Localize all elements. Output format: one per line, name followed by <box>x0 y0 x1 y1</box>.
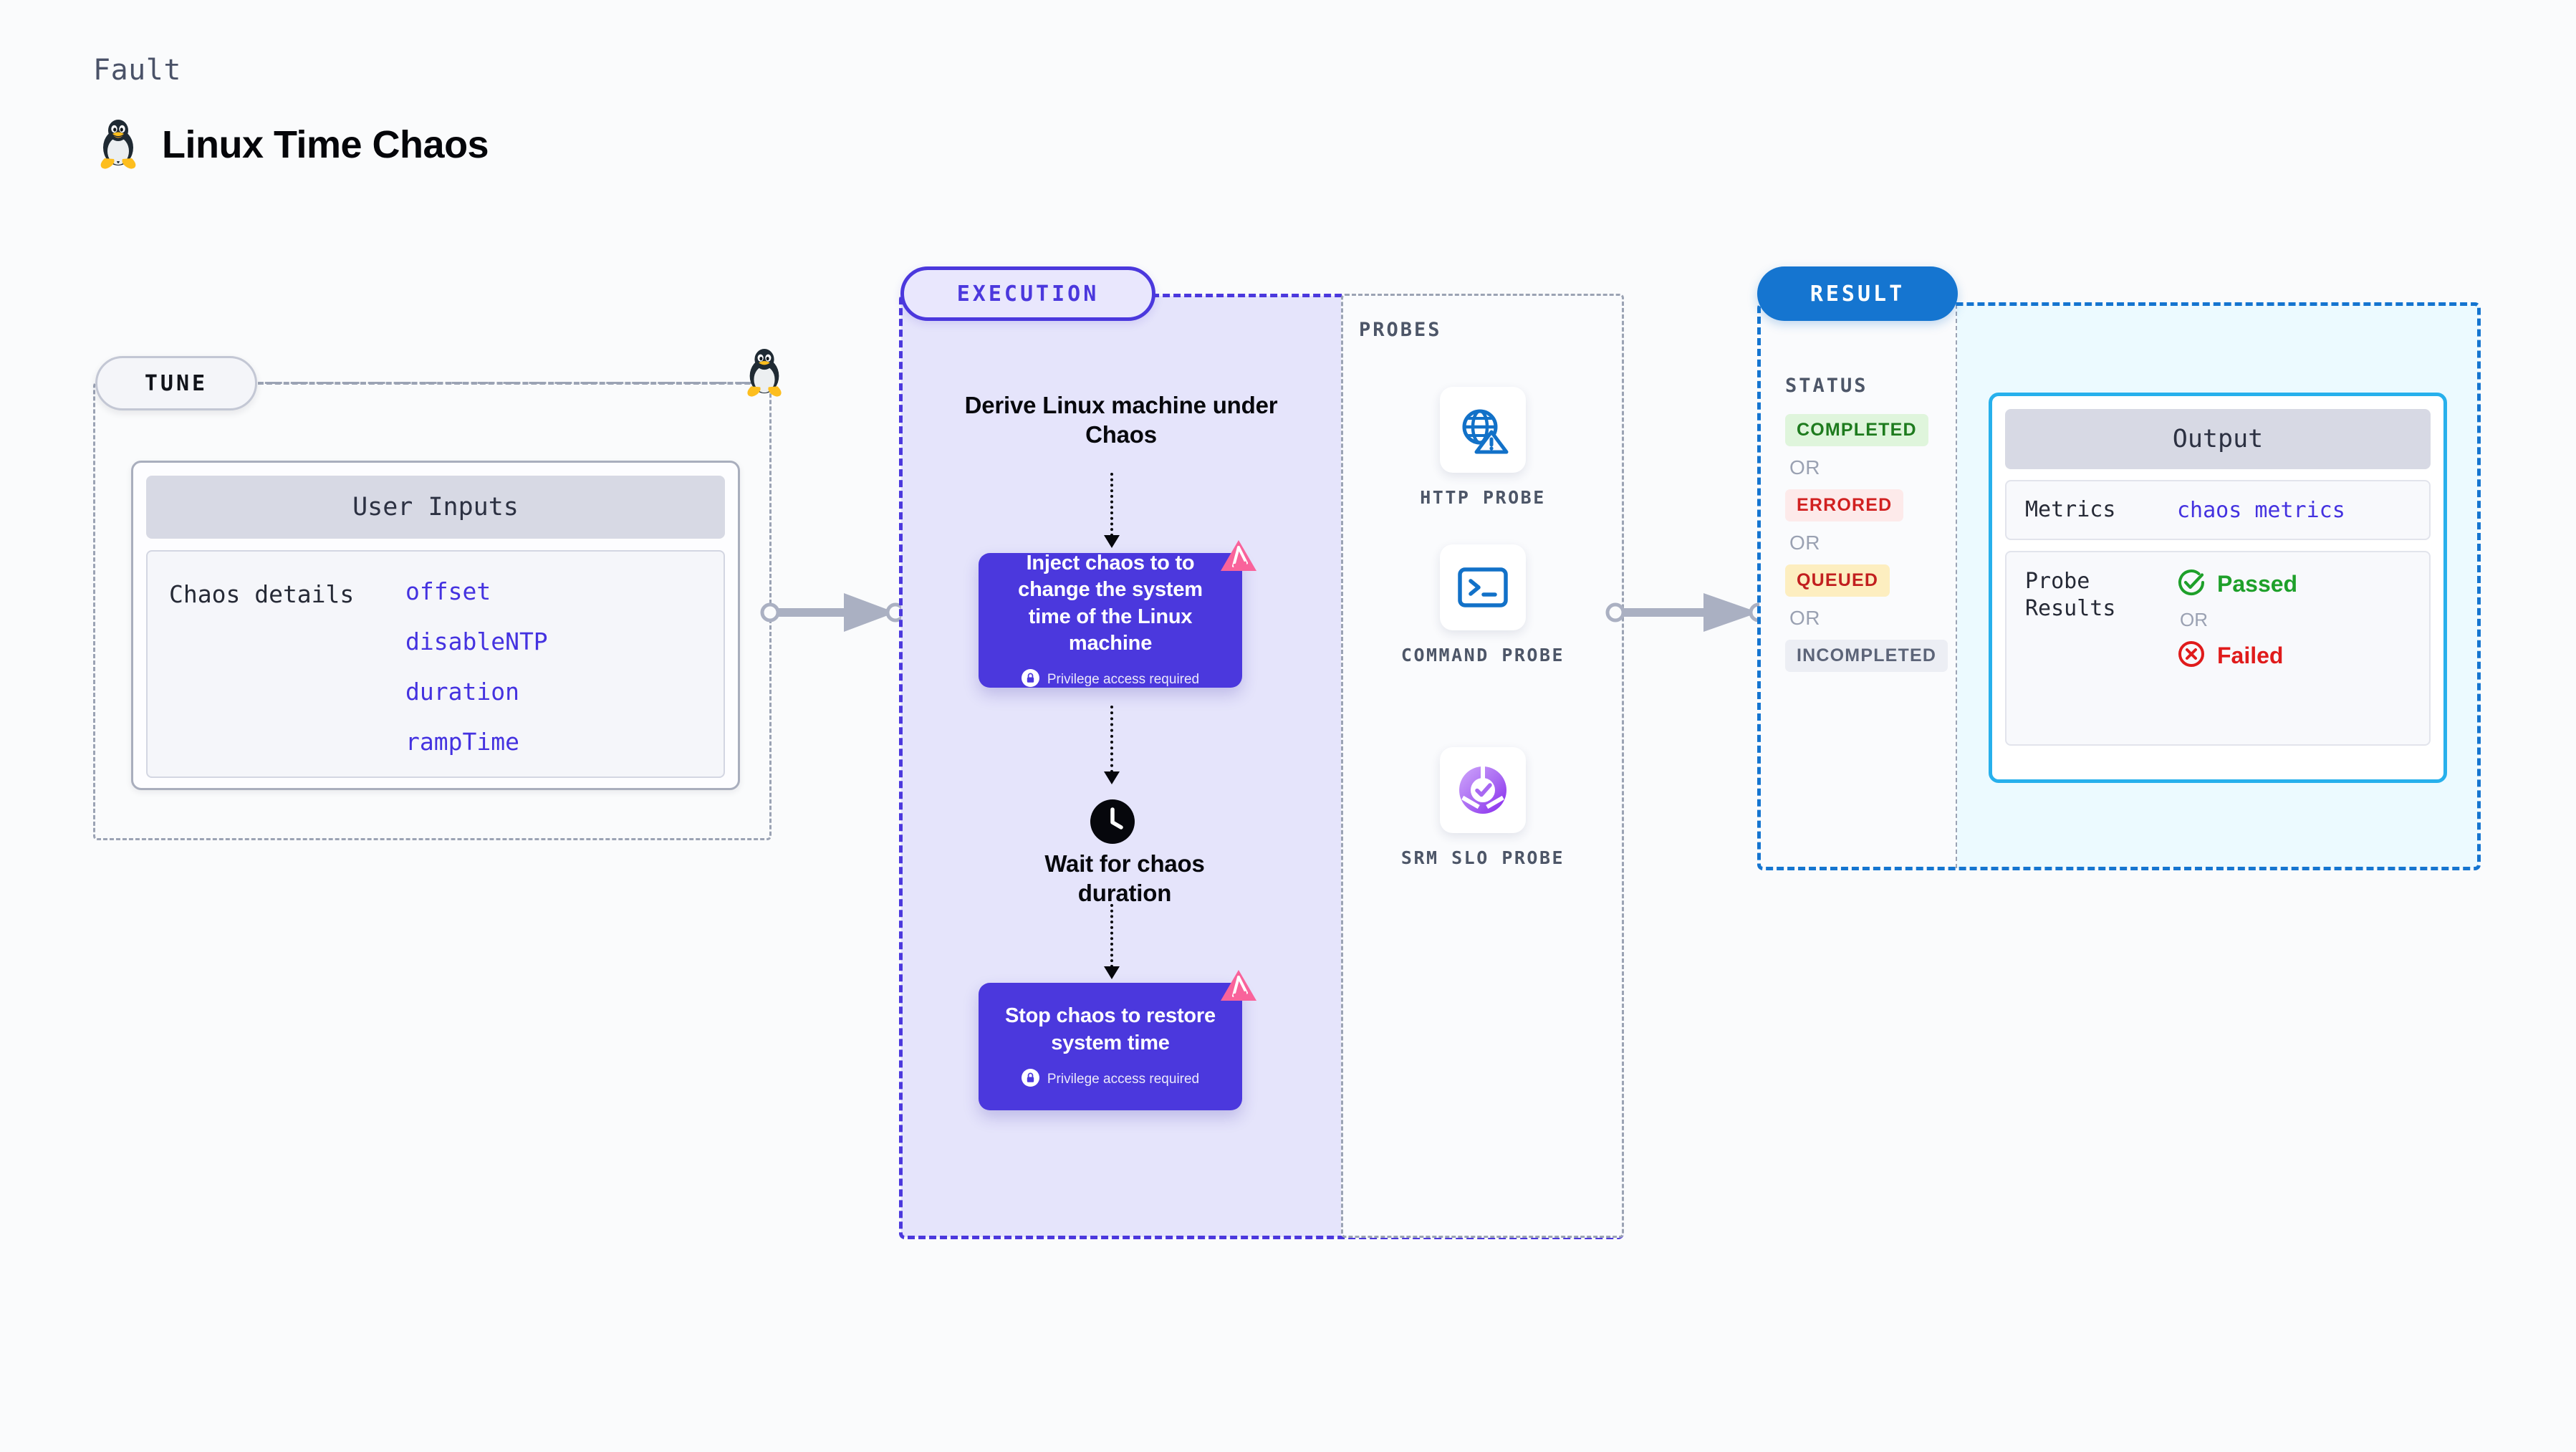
status-or-1: OR <box>1789 456 1820 479</box>
globe-warning-icon <box>1440 387 1526 473</box>
chaos-node-stop-label: Stop chaos to restore system time <box>1005 1004 1216 1054</box>
lock-icon <box>1021 1068 1039 1090</box>
status-or-2: OR <box>1789 532 1820 554</box>
user-inputs-card: User Inputs Chaos details offset disable… <box>131 461 740 790</box>
probe-caption-http: HTTP PROBE <box>1420 487 1546 508</box>
chaos-param-offset[interactable]: offset <box>405 577 491 605</box>
tune-penguin-connector <box>258 382 776 385</box>
x-circle-icon <box>2177 640 2206 672</box>
privilege-note-row: Privilege access required <box>1021 668 1200 691</box>
step-derive-label: Derive Linux machine under Chaos <box>964 392 1278 448</box>
connector-execution-to-result <box>1605 593 1769 632</box>
check-circle-icon <box>2177 568 2206 600</box>
output-metrics-row: Metrics chaos metrics <box>2005 480 2431 540</box>
status-label: STATUS <box>1785 375 1868 397</box>
probe-result-failed: Failed <box>2177 640 2297 672</box>
arrow-wait-to-stop <box>1104 904 1120 979</box>
chaos-details-box: Chaos details offset disableNTP duration… <box>146 550 725 778</box>
chaos-node-inject-label: Inject chaos to to change the system tim… <box>1018 552 1203 655</box>
linux-penguin-icon <box>741 347 787 403</box>
chaos-param-duration[interactable]: duration <box>405 678 519 706</box>
probe-item-command[interactable]: COMMAND PROBE <box>1397 544 1569 668</box>
chaos-node-inject[interactable]: Inject chaos to to change the system tim… <box>979 540 1256 691</box>
step-wait-label: Wait for chaos duration <box>1044 850 1205 907</box>
status-badge-stack: COMPLETED OR ERRORED OR QUEUED OR INCOMP… <box>1785 414 1948 672</box>
chaos-param-ramptime[interactable]: rampTime <box>405 728 519 756</box>
status-badge-incompleted: INCOMPLETED <box>1785 640 1948 672</box>
chaos-param-disablentp[interactable]: disableNTP <box>405 628 548 655</box>
probe-caption-command: COMMAND PROBE <box>1400 645 1565 665</box>
chaos-node-stop[interactable]: Stop chaos to restore system time Privil… <box>979 970 1256 1110</box>
probe-item-http[interactable]: HTTP PROBE <box>1397 387 1569 510</box>
connector-tune-to-execution <box>760 593 905 632</box>
output-header: Output <box>2005 409 2431 469</box>
result-pill-label: RESULT <box>1757 266 1958 321</box>
clock-icon <box>1090 799 1135 847</box>
result-panel <box>1757 302 2481 870</box>
fault-title-row: Linux Time Chaos <box>95 118 489 171</box>
lock-icon <box>1021 668 1039 691</box>
page-title: Linux Time Chaos <box>162 123 489 166</box>
tune-pill-label: TUNE <box>95 356 257 410</box>
fault-kicker: Fault <box>93 54 181 87</box>
linux-penguin-icon <box>95 118 142 171</box>
chaos-details-label: Chaos details <box>169 580 355 608</box>
privilege-note-row: Privilege access required <box>1021 1068 1200 1090</box>
probe-result-passed: Passed <box>2177 568 2297 600</box>
probe-result-failed-label: Failed <box>2217 643 2284 668</box>
probe-results-label: Probe Results <box>2025 569 2116 622</box>
privilege-note-text: Privilege access required <box>1047 1071 1200 1087</box>
arrow-derive-to-inject <box>1104 473 1120 548</box>
user-inputs-header: User Inputs <box>146 476 725 539</box>
terminal-icon <box>1440 544 1526 630</box>
status-badge-queued: QUEUED <box>1785 564 1890 597</box>
status-or-3: OR <box>1789 607 1820 629</box>
output-card: Output Metrics chaos metrics Probe Resul… <box>1989 393 2447 783</box>
arrow-inject-to-wait <box>1104 706 1120 784</box>
litmus-chaos-icon <box>1219 968 1258 1008</box>
probe-caption-srm-slo: SRM SLO PROBE <box>1400 847 1565 868</box>
probe-results-values: Passed OR Failed <box>2177 568 2297 672</box>
probes-label: PROBES <box>1359 319 1442 341</box>
probe-result-or: OR <box>2180 609 2208 630</box>
privilege-note-text: Privilege access required <box>1047 671 1200 687</box>
status-badge-errored: ERRORED <box>1785 489 1904 521</box>
metrics-value[interactable]: chaos metrics <box>2177 497 2345 523</box>
probe-item-srm-slo[interactable]: SRM SLO PROBE <box>1397 747 1569 870</box>
status-badge-completed: COMPLETED <box>1785 414 1928 446</box>
litmus-chaos-icon <box>1219 539 1258 578</box>
slo-donut-check-icon <box>1440 747 1526 833</box>
execution-pill-label: EXECUTION <box>900 266 1155 321</box>
metrics-label: Metrics <box>2025 496 2116 522</box>
chaos-params-list: offset disableNTP duration rampTime <box>405 577 548 756</box>
probe-result-passed-label: Passed <box>2217 571 2298 597</box>
output-probe-results-row: Probe Results Passed OR <box>2005 551 2431 746</box>
